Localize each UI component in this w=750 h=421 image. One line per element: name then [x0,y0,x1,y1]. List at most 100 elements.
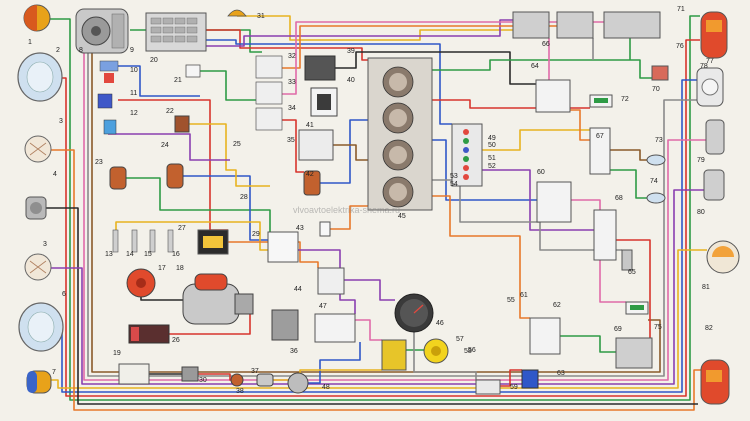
callout-label: 13 [105,251,113,258]
rear-lamp-right-bottom-icon [700,359,730,405]
callout-label: 78 [700,63,708,70]
wire-yellow-49 [189,123,270,187]
callout-label: 27 [178,225,186,232]
relay-68-icon [593,209,617,261]
wire-purple-6 [50,189,704,385]
lamp-78-icon [696,67,724,107]
wire-purple-22 [482,169,594,231]
relay-44-icon [317,267,345,295]
wire-blue-31 [183,175,268,241]
callout-label: 14 [126,251,134,258]
small-switch-21-icon [185,64,201,78]
callout-label: 43 [296,225,304,232]
side-marker-lamp-1-icon [24,135,52,163]
wire-orange-45 [330,205,368,230]
lamp-74-icon [646,192,666,204]
callout-label: 52 [488,163,496,170]
wire-red-42 [500,369,522,387]
switch-69-icon [615,337,653,369]
callout-label: 24 [161,142,169,149]
callout-label: 44 [294,286,302,293]
wire-gray-41 [413,332,477,380]
wire-yellow-21 [482,129,590,151]
wire-blue-12 [206,39,452,125]
wire-orange-4 [50,149,701,411]
lamp-80-icon [703,169,725,201]
callout-label: 15 [144,251,152,258]
switch-41-icon [298,129,334,161]
wire-red-28 [616,239,651,338]
callout-label: 10 [130,67,138,74]
oil-sensor-48-icon [287,372,309,394]
rear-lamp-right-top-icon [700,11,728,59]
sensor-37-icon [256,373,274,387]
callout-label: 9 [130,47,134,54]
callout-label: 11 [130,90,137,97]
wire-purple-36 [298,249,356,314]
components-layer [17,4,740,405]
callout-label: 36 [290,348,298,355]
wire-blue-39 [298,342,361,384]
callout-label: 3 [59,118,63,125]
switch-block-58-icon [381,339,407,371]
callout-label: 82 [705,325,713,332]
callout-label: 56 [468,347,476,354]
callout-label: 57 [456,336,464,343]
relay-67b-icon [589,127,611,175]
temperature-sensor-icon [97,93,117,135]
wire-yellow-13 [237,15,513,41]
callout-label: 63 [557,370,565,377]
wire-orange-24 [432,195,530,319]
callout-label: 34 [288,105,296,112]
ground-switch-icon [118,363,150,385]
wire-brown-47 [333,144,368,161]
front-turn-lamp-left-lower-icon [26,370,52,394]
callout-label: 39 [347,48,355,55]
callout-label: 4 [53,171,57,178]
wire-blue-52 [114,65,200,97]
callout-label: 74 [650,178,658,185]
sensor-60-icon [521,369,539,389]
callout-label: 79 [697,157,705,164]
ignition-coil-23-icon [109,166,127,190]
wire-green-27 [610,169,647,199]
callout-label: 35 [287,137,295,144]
wire-purple-14 [206,19,513,47]
wire-orange-15 [282,25,557,69]
wire-green-18 [432,59,652,79]
callout-label: 17 [158,265,166,272]
wire-green-0 [50,15,700,401]
headlamp-left-inner-icon [18,302,64,352]
wire-gray-8 [87,24,697,377]
callout-label: 7 [52,369,56,376]
relay-52-icon [529,317,561,355]
callout-label: 29 [252,231,260,238]
wire-purple-44 [344,279,395,301]
sensor-38-icon [230,373,244,387]
wire-brown-26 [610,149,647,161]
callout-label: 51 [488,155,496,162]
wire-red-19 [432,99,590,109]
callout-label: 75 [654,324,662,331]
callout-label: 58 [464,348,472,355]
under-hood-lamp-icon [227,9,247,17]
callout-label: 18 [176,265,184,272]
wire-red-1 [52,39,700,397]
pedal-switch-icon [475,379,501,395]
callout-label: 61 [520,292,528,299]
callout-label: 21 [174,77,182,84]
callout-label: 41 [306,122,314,129]
fuse-box-icon [145,12,207,52]
wire-green-51 [200,70,256,101]
callout-label: 33 [288,79,296,86]
callout-label: 70 [652,86,660,93]
relay-67-icon [556,11,594,39]
small-relay-22-icon [174,115,190,133]
ignition-coil-24-icon [166,163,184,189]
front-turn-lamp-left-icon [23,4,51,32]
callout-label: 30 [199,377,207,384]
lamp-81-icon [706,240,740,274]
callout-label: 42 [306,171,314,178]
callout-label: 45 [398,213,406,220]
